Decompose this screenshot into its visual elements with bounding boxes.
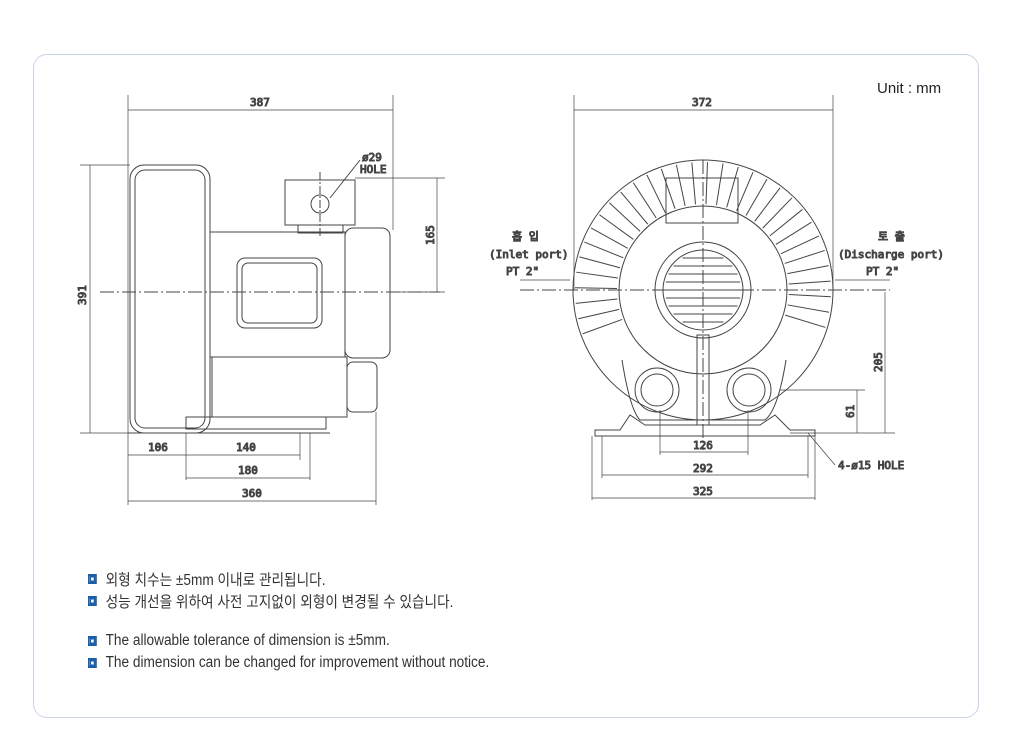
fin (784, 249, 825, 264)
note-item: 외형 치수는 ±5mm 이내로 관리됩니다. (88, 568, 489, 590)
fin (590, 227, 629, 249)
hole-label-2: HOLE (360, 163, 387, 176)
fin (691, 162, 697, 205)
inlet-label-ko: 흡 입 (512, 229, 539, 243)
discharge-label-en: (Discharge port) (838, 248, 944, 261)
mount-hole-label: 4-ø15 HOLE (838, 459, 904, 472)
dim-387: 387 (250, 96, 270, 109)
note-item: The allowable tolerance of dimension is … (88, 630, 489, 652)
fin (726, 166, 739, 208)
fin (762, 197, 793, 229)
fin (575, 298, 618, 304)
fin (620, 191, 649, 225)
dim-325: 325 (693, 485, 713, 498)
note-item: The dimension can be changed for improve… (88, 652, 489, 674)
dim-360: 360 (242, 487, 262, 500)
fin (787, 304, 830, 313)
dim-61: 61 (844, 405, 857, 418)
bullet-icon (88, 596, 97, 606)
front-view: 372 흡 입 (Inlet port) PT 2" 토 출 (Discharg… (489, 95, 944, 500)
fin (599, 214, 634, 240)
fin (576, 271, 618, 279)
fin (788, 294, 831, 298)
dim-140: 140 (236, 441, 256, 454)
side-view: 387 391 165 ø29 HOLE 106 140 180 360 (76, 95, 445, 505)
fin (769, 209, 803, 237)
fin (705, 162, 708, 205)
fin (715, 163, 724, 206)
fin (788, 280, 831, 285)
dim-205: 205 (872, 352, 885, 372)
bullet-icon (88, 658, 97, 668)
dim-180: 180 (238, 464, 258, 477)
note-item: 성능 개선을 위하여 사전 고지없이 외형이 변경될 수 있습니다. (88, 590, 489, 612)
fin (745, 178, 768, 216)
unit-label: Unit : mm (877, 80, 942, 97)
fin (736, 171, 754, 212)
fin (785, 314, 826, 328)
fin (575, 287, 618, 289)
fin (582, 318, 623, 335)
dim-106: 106 (148, 441, 168, 454)
dim-372: 372 (692, 96, 712, 109)
fin (675, 164, 686, 206)
fin (754, 187, 781, 222)
notes: 외형 치수는 ±5mm 이내로 관리됩니다. 성능 개선을 위하여 사전 고지없… (88, 568, 489, 674)
fin (775, 221, 812, 245)
inlet-label-en: (Inlet port) (489, 248, 568, 261)
dim-165: 165 (424, 225, 437, 245)
fin (609, 202, 641, 232)
hole-label: ø29 (362, 151, 382, 164)
dim-292: 292 (693, 462, 713, 475)
discharge-size: PT 2" (866, 265, 899, 278)
fin (780, 235, 820, 255)
inlet-size: PT 2" (506, 265, 539, 278)
bullet-icon (88, 574, 97, 584)
fin (584, 241, 624, 259)
fin (660, 168, 676, 209)
discharge-label-ko: 토 출 (878, 230, 905, 243)
fin (579, 256, 621, 269)
bullet-icon (88, 636, 97, 646)
fin (578, 308, 620, 320)
dim-126: 126 (693, 439, 713, 452)
fin (632, 182, 657, 219)
fin (787, 265, 829, 275)
dim-391: 391 (76, 285, 89, 305)
fin (646, 174, 666, 213)
